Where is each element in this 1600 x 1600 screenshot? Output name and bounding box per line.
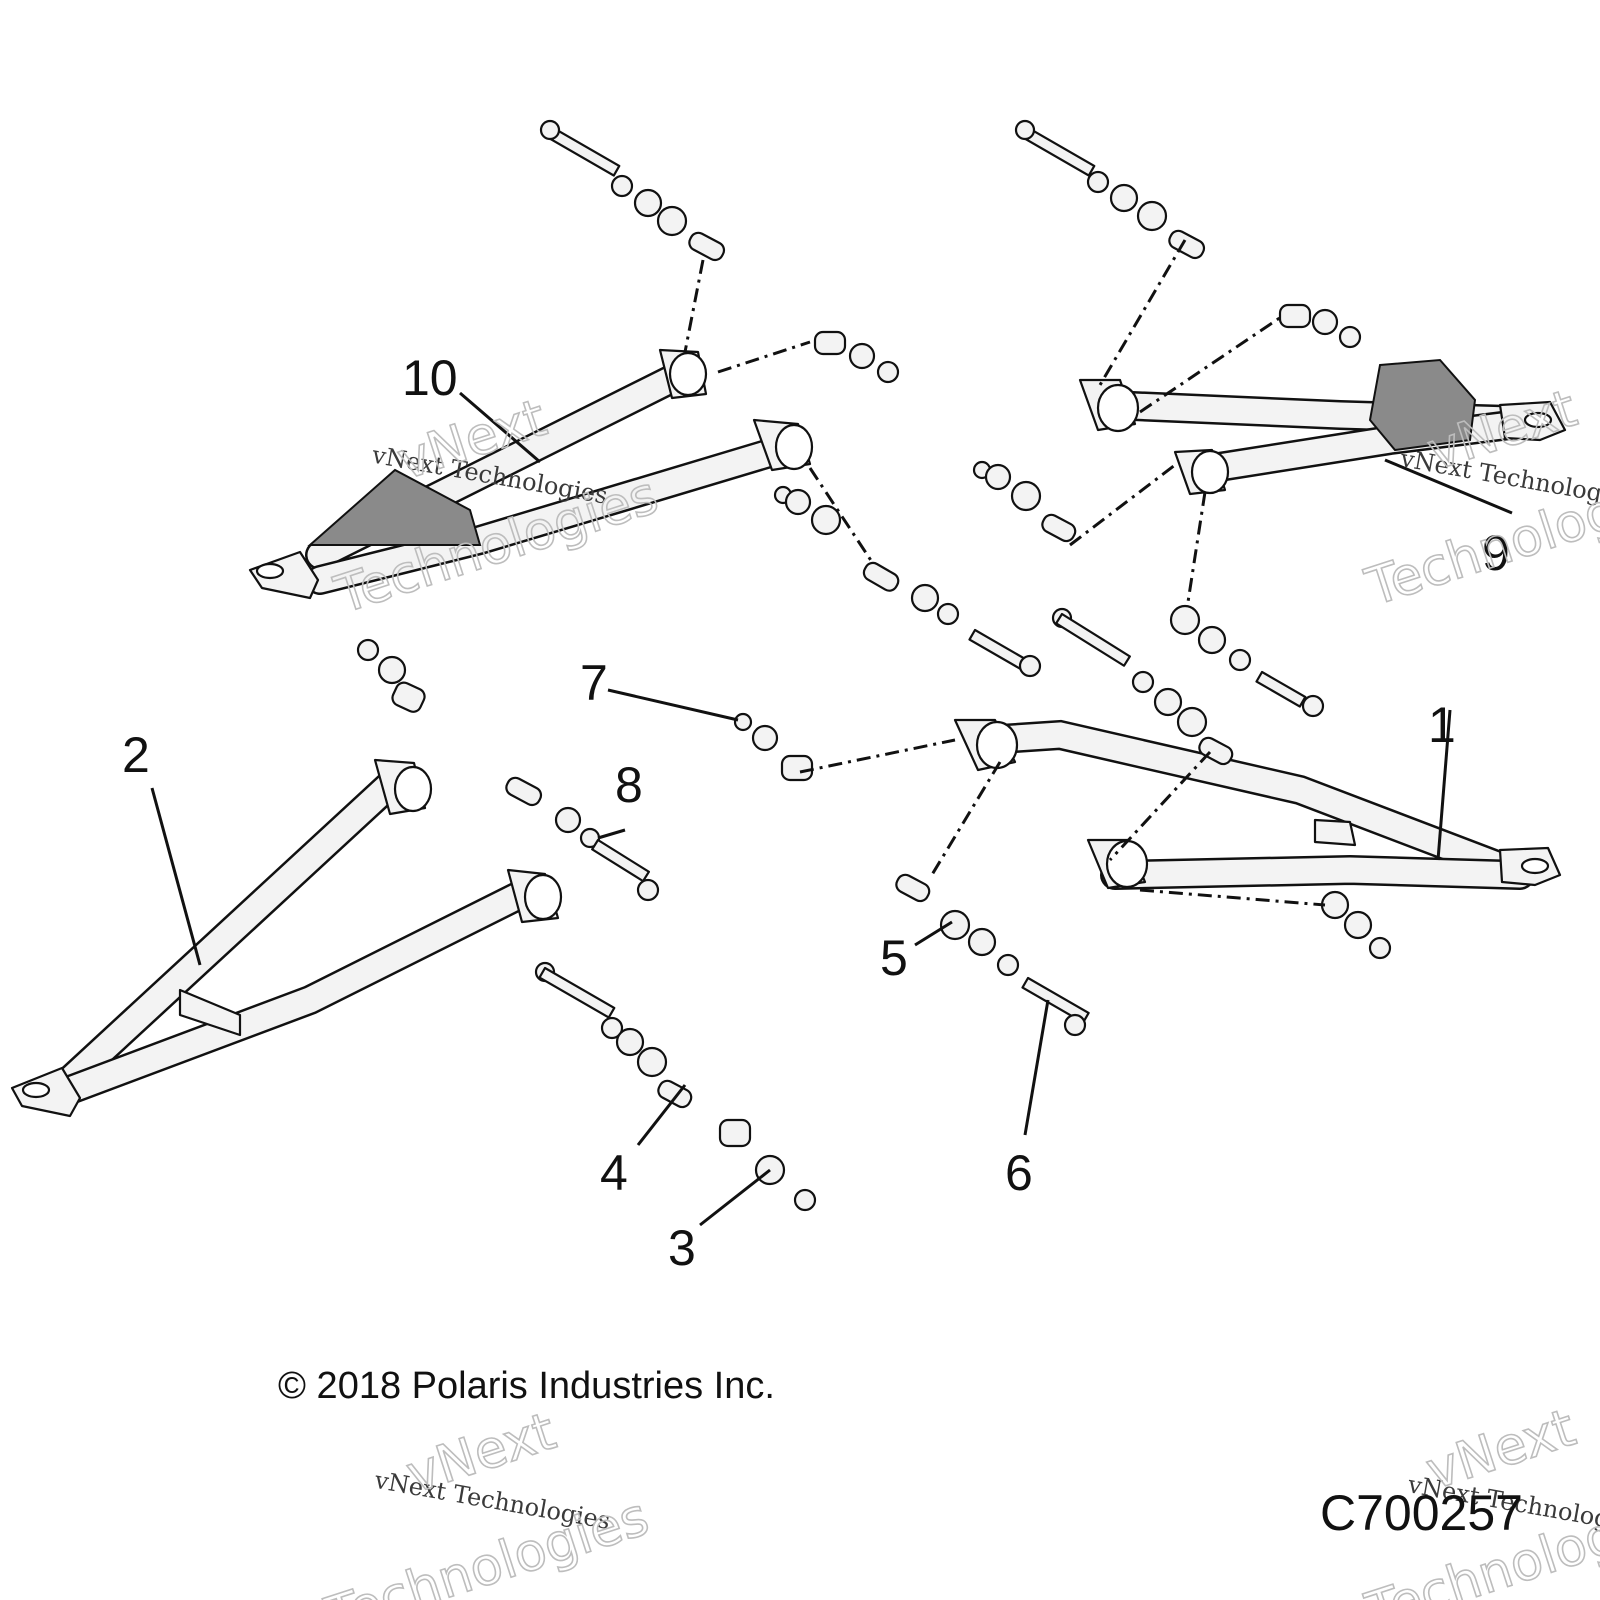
- callout-7: 7: [580, 655, 608, 711]
- leader-lines: [150, 391, 1513, 1227]
- hardware-lower-right-rear: [1320, 890, 1392, 960]
- callout-5: 5: [880, 930, 908, 986]
- hardware-top-right: [1014, 119, 1206, 260]
- hardware-left-nuts: [356, 638, 426, 713]
- upper-left-a-arm: [248, 348, 814, 600]
- callout-numbers: 1 2 3 4 5 6 7 8 9 10: [122, 350, 1510, 1276]
- callout-1: 1: [1428, 697, 1456, 753]
- hardware-item-5-6-stack: [895, 873, 1090, 1037]
- callout-8: 8: [615, 757, 643, 813]
- callout-10: 10: [402, 350, 458, 406]
- hardware-item-7-stack: [733, 712, 814, 782]
- lower-right-a-arm: [953, 718, 1562, 890]
- hardware-upper-right-front: [972, 460, 1077, 543]
- hardware-top-left: [539, 119, 726, 262]
- hardware-center-stack: [773, 485, 1042, 678]
- figure-code: C700257: [1320, 1485, 1523, 1541]
- callout-9: 9: [1482, 525, 1510, 581]
- hardware-upper-right-rear: [1278, 303, 1362, 349]
- lower-left-a-arm: [10, 758, 563, 1118]
- callout-4: 4: [600, 1145, 628, 1201]
- watermarks: vNext Technologies vNext Technologies vN…: [318, 378, 1600, 1600]
- upper-right-a-arm: [1078, 358, 1567, 496]
- hardware-upper-left-front: [813, 330, 900, 384]
- hardware-right-upper-bolt: [1169, 604, 1325, 718]
- hardware-right-center-bolt: [1051, 607, 1234, 766]
- copyright-notice: © 2018 Polaris Industries Inc.: [278, 1365, 775, 1407]
- hardware-item-8-stack: [505, 776, 660, 902]
- callout-6: 6: [1005, 1145, 1033, 1201]
- callout-3: 3: [668, 1220, 696, 1276]
- hardware-item-4-stack: [534, 961, 693, 1109]
- callout-2: 2: [122, 727, 150, 783]
- assembly-lines: [683, 239, 1326, 907]
